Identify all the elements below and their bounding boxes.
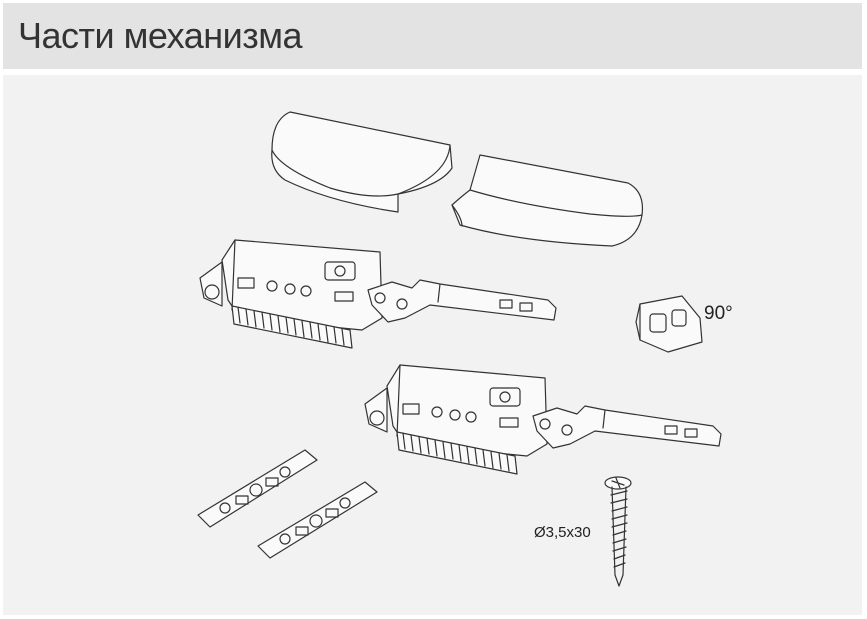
screw-size-label: Ø3,5x30: [534, 524, 591, 541]
page-title: Части механизма: [18, 15, 302, 56]
cover-cap-left: [271, 111, 453, 213]
cover-cap-right: [451, 154, 644, 247]
mounting-plate-left: [197, 449, 318, 528]
lift-mechanism-lower: [364, 364, 722, 475]
lift-mechanism-upper: [199, 239, 557, 349]
screw: [604, 476, 632, 587]
mounting-plate-right: [257, 481, 378, 559]
hinge-angle-label: 90°: [704, 303, 733, 324]
page-header: Части механизма: [3, 3, 862, 69]
hinge-clip-90: [635, 295, 703, 353]
